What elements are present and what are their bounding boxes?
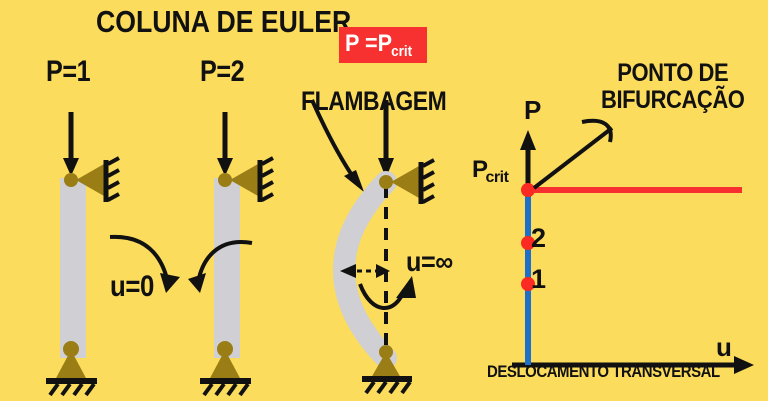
bifurcation-line-1: PONTO DE — [617, 59, 729, 87]
load-arrow-column-1 — [63, 112, 79, 176]
chart-x-axis — [512, 356, 754, 374]
column-2-group — [200, 112, 274, 397]
column-3-bottom-support — [362, 345, 412, 395]
chart-point-label-2: 2 — [531, 223, 546, 253]
chart-tick-label-pcrit: Pcrit — [472, 156, 510, 186]
chart-axis-label-u: u — [716, 332, 732, 362]
u-infinite-pointer-arrow — [358, 276, 416, 310]
page-title: COLUNA DE EULER — [96, 4, 352, 39]
load-arrow-column-2 — [217, 112, 233, 176]
u-zero-arrow-right — [196, 240, 253, 284]
chart-point-pcrit — [521, 183, 535, 197]
load-arrow-column-3 — [378, 100, 394, 178]
column-1-bottom-support — [46, 341, 97, 397]
chart-axis-label-p: P — [524, 95, 541, 125]
badge-subscript: crit — [391, 43, 413, 60]
chart-point-2 — [521, 236, 535, 250]
flambagem-pointer-arrow — [310, 99, 364, 192]
load-label-column-1: P=1 — [46, 55, 91, 88]
badge-text: P =Pcrit — [345, 30, 413, 60]
column-1-body — [60, 178, 86, 358]
chart-point-label-1: 1 — [531, 264, 546, 294]
pcrit-symbol: P — [472, 156, 488, 183]
column-2-top-support — [218, 156, 274, 202]
badge-main: P = — [345, 30, 378, 57]
p-equals-pcrit-badge: P =Pcrit — [339, 27, 427, 63]
column-2-body — [214, 178, 240, 358]
column-1-group — [46, 112, 120, 397]
column-3-top-support — [379, 158, 435, 204]
bifurcation-point-label: PONTO DE BIFURCAÇÃO — [601, 59, 745, 114]
bifurcation-chart — [512, 118, 754, 374]
badge-symbol: P — [377, 30, 393, 57]
column-3-group — [310, 99, 435, 395]
bifurcation-line-2: BIFURCAÇÃO — [601, 85, 745, 114]
buckling-label: FLAMBAGEM — [301, 86, 447, 116]
u-zero-label: u=0 — [110, 270, 154, 303]
bifurcation-annotation-arrow — [532, 118, 614, 190]
column-1-top-support — [64, 156, 120, 202]
u-zero-arrows — [109, 234, 253, 293]
load-label-column-2: P=2 — [200, 55, 245, 88]
column-2-bottom-support — [200, 341, 251, 397]
pcrit-subscript: crit — [485, 169, 509, 186]
chart-caption: DESLOCAMENTO TRANSVERSAL — [487, 362, 720, 381]
displacement-measure-arrow — [340, 264, 390, 278]
u-infinite-label: u=∞ — [406, 246, 453, 277]
chart-point-1 — [521, 277, 535, 291]
